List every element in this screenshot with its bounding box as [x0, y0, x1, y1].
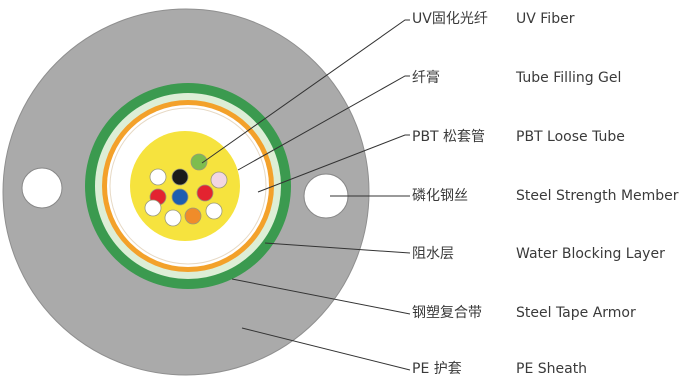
- leader-water-block: [264, 242, 411, 254]
- uv-fibers: [144, 153, 228, 227]
- fiber-blue: [171, 188, 189, 206]
- label-cn-loose-tube: PBT 松套管: [412, 129, 486, 145]
- leader-lines: [201, 19, 411, 371]
- fiber-white: [205, 202, 223, 220]
- label-en-loose-tube: PBT Loose Tube: [516, 129, 625, 145]
- fiber-black: [171, 168, 189, 186]
- leader-loose-tube: [257, 134, 410, 193]
- leader-filling-gel: [237, 75, 410, 171]
- fiber-white: [144, 199, 162, 217]
- steel-strength-member-left: [21, 167, 63, 209]
- label-cn-uv-fiber: UV固化光纤: [412, 11, 488, 27]
- label-en-water-block: Water Blocking Layer: [516, 246, 665, 262]
- fiber-orange: [184, 207, 202, 225]
- fiber-pink: [210, 171, 228, 189]
- label-en-filling-gel: Tube Filling Gel: [516, 70, 622, 86]
- label-cn-armor: 钢塑复合带: [412, 305, 482, 321]
- leader-uv-fiber: [201, 19, 410, 164]
- fiber-red: [196, 184, 214, 202]
- fiber-white: [149, 168, 167, 186]
- fiber-green: [190, 153, 208, 171]
- label-cn-filling-gel: 纤膏: [412, 70, 440, 86]
- label-en-sheath: PE Sheath: [516, 361, 588, 377]
- label-cn-sheath: PE 护套: [412, 361, 462, 377]
- label-en-strength-member: Steel Strength Member: [516, 188, 679, 204]
- label-en-armor: Steel Tape Armor: [516, 305, 636, 321]
- label-en-uv-fiber: UV Fiber: [516, 11, 575, 27]
- leader-armor: [231, 278, 411, 315]
- label-cn-strength-member: 磷化钢丝: [412, 188, 468, 204]
- leader-sheath: [241, 327, 411, 371]
- label-cn-water-block: 阻水层: [412, 246, 454, 262]
- fiber-white: [164, 209, 182, 227]
